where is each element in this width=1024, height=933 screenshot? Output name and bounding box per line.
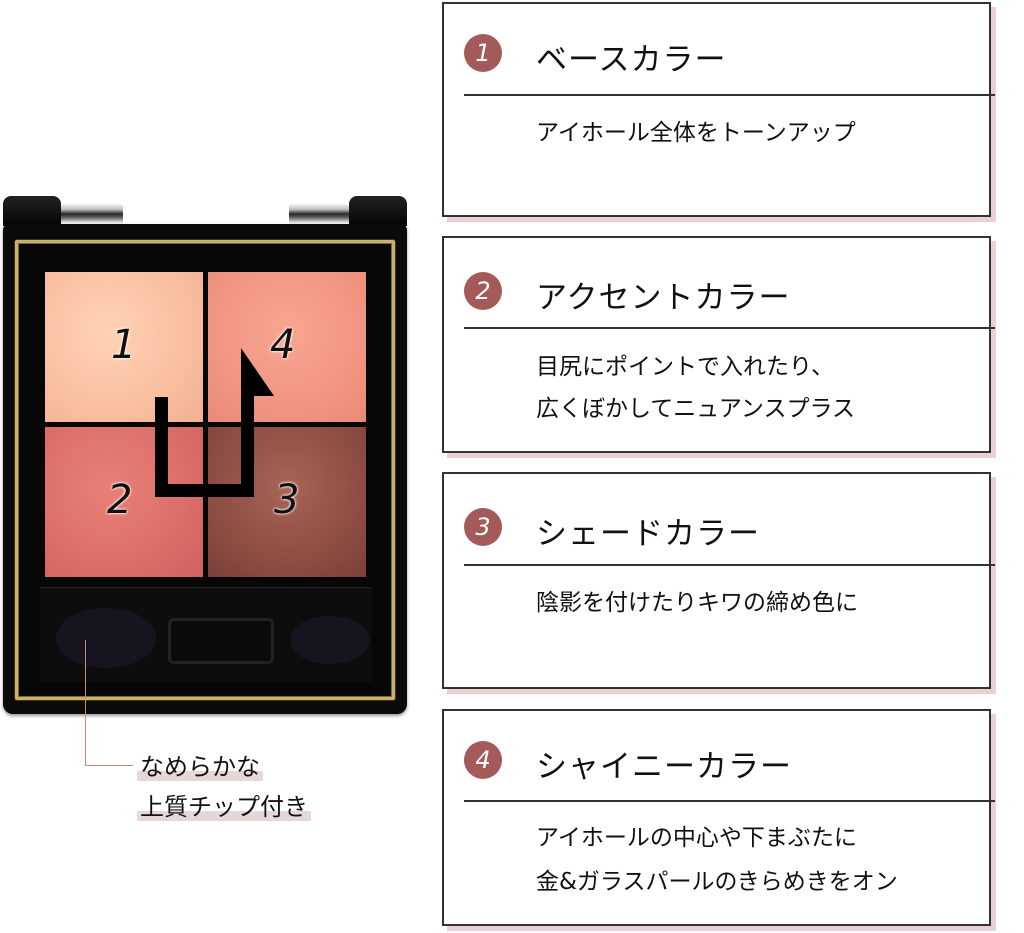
step-card-4: 4 シャイニーカラー アイホールの中心や下まぶたに 金&ガラスパールのきらめきを… bbox=[442, 709, 995, 926]
step-description-line: アイホール全体をトーンアップ bbox=[536, 120, 856, 146]
step-title: シャイニーカラー bbox=[536, 749, 792, 785]
pan-number-1: 1 bbox=[111, 322, 137, 368]
step-card-1: 1 ベースカラー アイホール全体をトーンアップ bbox=[442, 2, 995, 217]
applicator-handle bbox=[168, 618, 274, 664]
divider bbox=[464, 327, 995, 329]
hinge-right bbox=[349, 196, 407, 226]
step-card-3: 3 シェードカラー 陰影を付けたりキワの締め色に bbox=[442, 472, 995, 689]
shadow-pan-3: 3 bbox=[208, 427, 366, 577]
applicator-sponge-right bbox=[290, 616, 370, 664]
eyeshadow-palette-image: 1 4 2 3 bbox=[3, 196, 407, 716]
shadow-pan-2: 2 bbox=[45, 427, 203, 577]
pan-number-2: 2 bbox=[107, 477, 133, 523]
pan-number-3: 3 bbox=[274, 477, 300, 523]
step-description-line: アイホールの中心や下まぶたに bbox=[536, 825, 857, 851]
step-description-line: 広くぼかしてニュアンスプラス bbox=[536, 396, 856, 422]
hinge-pin-left bbox=[61, 204, 123, 226]
applicator-tray bbox=[40, 587, 372, 682]
callout-leader-line bbox=[85, 640, 86, 765]
step-number-badge: 3 bbox=[464, 508, 502, 546]
callout-text-line-1: なめらかな bbox=[137, 753, 263, 781]
divider bbox=[464, 800, 995, 802]
step-number-badge: 1 bbox=[464, 34, 502, 72]
step-card-2: 2 アクセントカラー 目尻にポイントで入れたり、 広くぼかしてニュアンスプラス bbox=[442, 236, 995, 453]
shadow-pan-4: 4 bbox=[208, 272, 366, 422]
divider bbox=[464, 94, 995, 96]
step-description-line: 目尻にポイントで入れたり、 bbox=[536, 354, 835, 380]
hinge-pin-right bbox=[289, 204, 349, 226]
step-title: アクセントカラー bbox=[536, 280, 791, 316]
step-number-badge: 2 bbox=[464, 272, 502, 310]
applicator-sponge-left bbox=[56, 608, 156, 668]
shadow-pan-1: 1 bbox=[45, 272, 203, 422]
pan-number-4: 4 bbox=[270, 322, 296, 368]
step-description-line: 陰影を付けたりキワの締め色に bbox=[536, 590, 858, 616]
callout-text-line-2: 上質チップ付き bbox=[137, 793, 311, 821]
palette-case: 1 4 2 3 bbox=[3, 224, 407, 714]
gold-trim: 1 4 2 3 bbox=[15, 240, 395, 700]
step-title: ベースカラー bbox=[536, 42, 727, 78]
callout-leader-line-horizontal bbox=[85, 765, 133, 766]
step-title: シェードカラー bbox=[536, 516, 760, 552]
divider bbox=[464, 564, 995, 566]
step-description-line: 金&ガラスパールのきらめきをオン bbox=[536, 869, 898, 895]
hinge-left bbox=[3, 196, 61, 226]
step-number-badge: 4 bbox=[464, 741, 502, 779]
